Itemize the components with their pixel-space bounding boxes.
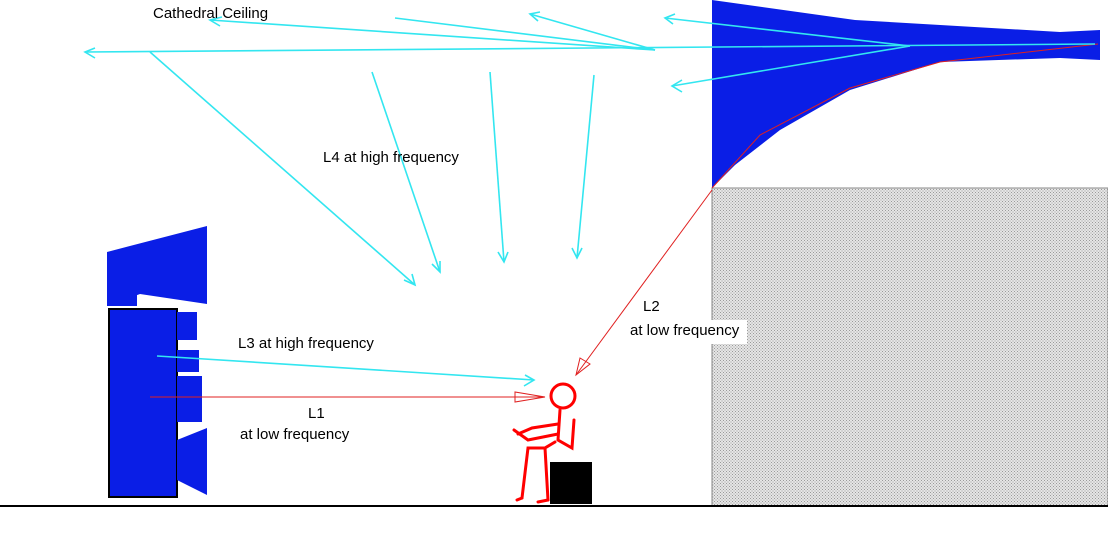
- speaker-cabinet-icon: [108, 308, 207, 498]
- balcony-overhang-icon: [711, 0, 1100, 189]
- speaker-horn-icon: [107, 226, 207, 306]
- seat-box-icon: [550, 462, 592, 504]
- label-l4: L4 at high frequency: [323, 149, 459, 166]
- high-frequency-paths: [83, 11, 1096, 387]
- person-icon: [512, 382, 577, 504]
- balcony-wall-icon: [711, 187, 1108, 507]
- label-l1-freq: at low frequency: [240, 426, 350, 443]
- label-ceiling: Cathedral Ceiling: [153, 5, 269, 22]
- label-l3: L3 at high frequency: [238, 335, 374, 352]
- low-frequency-paths: [150, 189, 713, 403]
- label-l1-name: L1: [308, 405, 325, 422]
- label-l2-freq: at low frequency: [628, 320, 748, 344]
- label-l2-name: L2: [643, 298, 660, 316]
